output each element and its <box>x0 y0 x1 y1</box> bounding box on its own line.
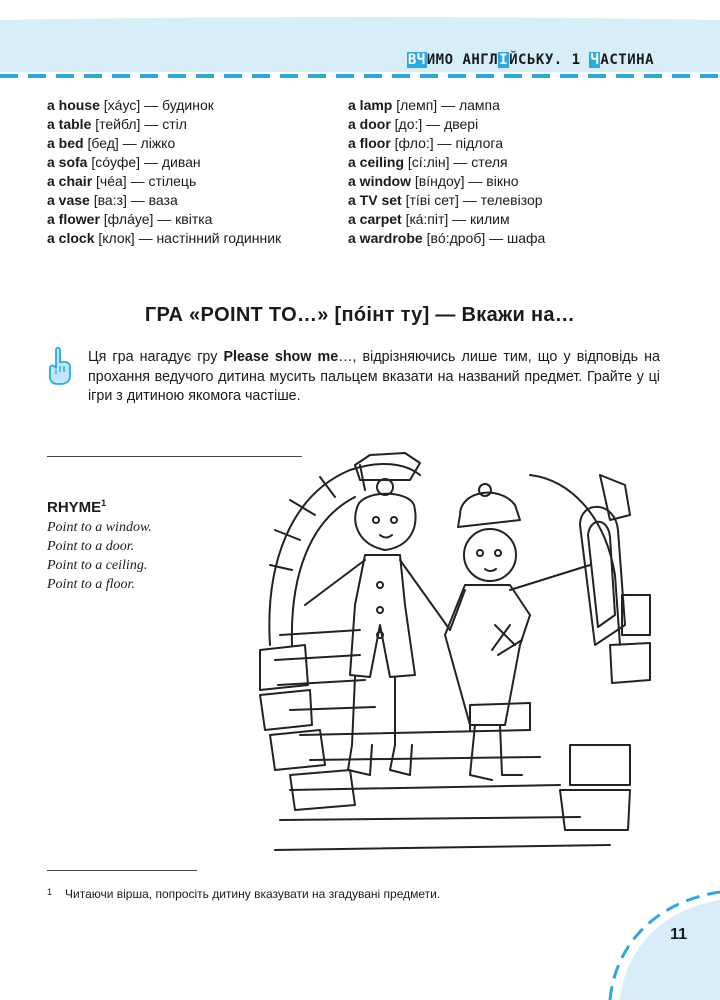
vocab-word: a flower <box>47 211 100 227</box>
vocab-word: a clock <box>47 230 95 246</box>
vocab-word: a door <box>348 116 391 132</box>
vocab-translation: [ва:з] — ваза <box>89 192 178 208</box>
header-title-part: АСТИНА <box>600 52 654 68</box>
header-band <box>0 17 720 78</box>
header-title: ВЧИМО АНГЛІЙСЬКУ. 1 ЧАСТИНА <box>406 52 654 68</box>
vocab-item: a window [вíндоу] — вікно <box>348 172 648 191</box>
vocab-item: a carpet [кá:піт] — килим <box>348 210 648 229</box>
vocab-item: a table [тейбл] — стіл <box>47 115 337 134</box>
footnote-number: 1 <box>47 887 53 897</box>
vocab-translation: [тíві сет] — телевізор <box>401 192 543 208</box>
vocab-translation: [сóуфе] — диван <box>87 154 201 170</box>
corner-decoration <box>608 890 720 1000</box>
vocab-item: a lamp [лемп] — лампа <box>348 96 648 115</box>
vocab-translation: [клок] — настінний годинник <box>94 230 282 246</box>
vocab-translation: [лемп] — лампа <box>392 97 500 113</box>
section-divider <box>47 456 302 457</box>
game-title: ГРА «POINT TO…» [пóінт ту] — Вкажи на… <box>144 304 576 326</box>
vocab-item: a TV set [тíві сет] — телевізор <box>348 191 648 210</box>
rhyme-lines: Point to a window. Point to a door. Point … <box>47 518 152 594</box>
header-title-part: ВЧ <box>406 52 427 68</box>
vocab-item: a clock [клок] — настінний годинник <box>47 229 337 248</box>
vocab-word: a lamp <box>348 97 393 113</box>
header-title-part: ЙСЬКУ. <box>509 52 572 68</box>
vocab-item: a house [хáус] — будинок <box>47 96 337 115</box>
vocab-word: a TV set <box>348 192 402 208</box>
vocab-item: a door [до:] — двері <box>348 115 648 134</box>
game-description: Ця гра нагадує гру Please show me…, відр… <box>88 349 661 404</box>
vocab-word: a table <box>47 116 92 132</box>
children-on-stairs-illustration <box>259 452 651 851</box>
vocab-word: a window <box>348 173 411 189</box>
vocab-translation: [флáуе] — квітка <box>99 211 213 227</box>
vocab-item: a flower [флáуе] — квітка <box>47 210 337 229</box>
vocab-word: a bed <box>47 135 84 151</box>
vocab-word: a chair <box>47 173 93 189</box>
vocab-item: a ceiling [сí:лін] — стеля <box>348 153 648 172</box>
vocab-word: a house <box>47 97 100 113</box>
vocab-item: a wardrobe [вó:дроб] — шафа <box>348 229 648 248</box>
rhyme-title: RHYME1 <box>47 498 107 516</box>
vocab-item: a bed [бед] — ліжко <box>47 134 337 153</box>
vocab-translation: [вíндоу] — вікно <box>411 173 519 189</box>
vocab-translation: [до:] — двері <box>390 116 479 132</box>
page-number: 11 <box>670 926 687 943</box>
footnote-marker: 1 <box>101 498 107 508</box>
rhyme-line: Point to a window. <box>47 520 152 535</box>
vocab-item: a sofa [сóуфе] — диван <box>47 153 337 172</box>
header-title-part: І <box>498 52 510 68</box>
vocab-translation: [чéа] — стілець <box>92 173 197 189</box>
vocab-item: a floor [фло:] — підлога <box>348 134 648 153</box>
pointing-hand-icon <box>49 346 71 385</box>
header-title-part: АНГЛ <box>462 52 499 68</box>
rhyme-line: Point to a floor. <box>47 577 135 592</box>
vocab-translation: [хáус] — будинок <box>99 97 214 113</box>
vocab-item: a chair [чéа] — стілець <box>47 172 337 191</box>
vocab-word: a ceiling <box>348 154 405 170</box>
header-title-part: Ч <box>589 52 601 68</box>
vocab-word: a sofa <box>47 154 88 170</box>
vocab-translation: [вó:дроб] — шафа <box>422 230 546 246</box>
vocab-word: a vase <box>47 192 90 208</box>
footnote-text: Читаючи вірша, попросіть дитину вказуват… <box>65 887 441 901</box>
vocab-word: a carpet <box>348 211 402 227</box>
vocab-translation: [сí:лін] — стеля <box>404 154 508 170</box>
vocab-word: a wardrobe <box>348 230 423 246</box>
footnote-rule <box>47 870 197 871</box>
vocab-translation: [фло:] — підлога <box>390 135 503 151</box>
vocab-translation: [тейбл] — стіл <box>91 116 187 132</box>
rhyme-line: Point to a door. <box>47 539 135 554</box>
vocab-word: a floor <box>348 135 391 151</box>
vocab-translation: [бед] — ліжко <box>83 135 176 151</box>
header-title-part: 1 <box>571 52 590 68</box>
rhyme-line: Point to a ceiling. <box>47 558 148 573</box>
footnote: 1 Читаючи вірша, попросіть дитину вказува… <box>47 887 440 901</box>
header-title-part: ИМО <box>426 52 463 68</box>
vocab-translation: [кá:піт] — килим <box>401 211 510 227</box>
vocab-item: a vase [ва:з] — ваза <box>47 191 337 210</box>
game-reference: Please show me <box>223 349 339 365</box>
